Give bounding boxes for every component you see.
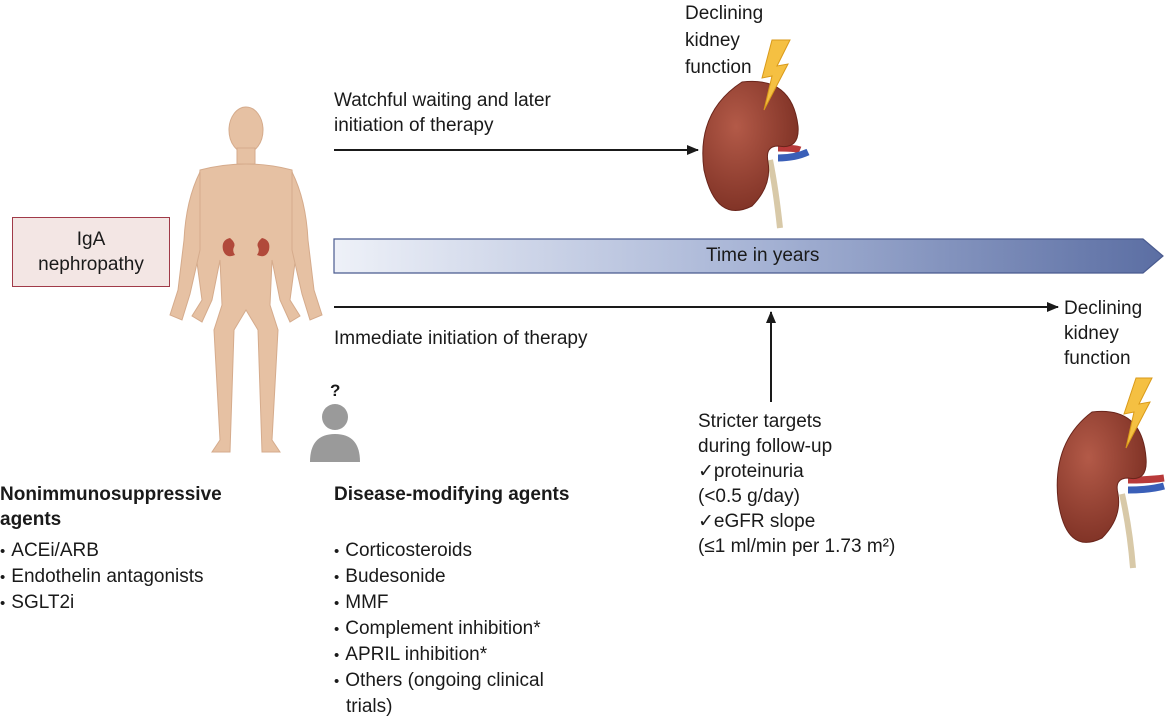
bottom-outcome-line1: Declining xyxy=(1064,298,1143,319)
top-path-label: Watchful waiting and later initiation of… xyxy=(334,88,551,138)
stricter-targets-block: Stricter targets during follow-up ✓prote… xyxy=(698,409,895,559)
question-mark: ? xyxy=(330,381,341,400)
bottom-lightning-icon xyxy=(1123,377,1153,449)
bottom-kidney-illustration xyxy=(1056,377,1165,569)
top-path-label-line1: Watchful waiting and later xyxy=(334,90,551,111)
top-kidney-illustration xyxy=(702,39,810,229)
disease-modifying-item-continuation: trials) xyxy=(346,696,393,717)
timeline-label: Time in years xyxy=(706,245,820,266)
disease-modifying-item: Corticosteroids xyxy=(334,538,544,564)
bottom-path-label: Immediate initiation of therapy xyxy=(334,328,588,349)
disease-modifying-item: Others (ongoing clinical xyxy=(334,668,544,694)
person-icon xyxy=(310,404,360,462)
top-outcome-line2: kidney xyxy=(685,30,740,51)
top-outcome-line3: function xyxy=(685,57,752,78)
disease-modifying-item: Complement inhibition* xyxy=(334,616,544,642)
human-body-illustration xyxy=(169,106,323,453)
targets-item-proteinuria-detail: (<0.5 g/day) xyxy=(698,486,800,507)
disease-modifying-item: MMF xyxy=(334,590,544,616)
targets-item-egfr-detail: (≤1 ml/min per 1.73 m²) xyxy=(698,536,896,557)
nonimmuno-title: Nonimmunosuppressive agents xyxy=(0,482,222,532)
timeline-bar xyxy=(333,238,1164,274)
nonimmuno-item: SGLT2i xyxy=(0,590,204,616)
bottom-outcome-line2: kidney xyxy=(1064,323,1119,344)
nonimmuno-item: Endothelin antagonists xyxy=(0,564,203,590)
disease-modifying-item: Budesonide xyxy=(334,564,544,590)
targets-item-proteinuria: ✓proteinuria xyxy=(698,461,804,482)
top-path-label-line2: initiation of therapy xyxy=(334,115,494,136)
top-outcome-line1: Declining xyxy=(685,3,764,24)
disease-modifying-title: Disease-modifying agents xyxy=(334,484,570,505)
disease-modifying-list: Corticosteroids Budesonide MMF Complemen… xyxy=(334,538,544,720)
iga-box-line2: nephropathy xyxy=(38,254,144,275)
nonimmuno-item: ACEi/ARB xyxy=(0,538,204,564)
targets-heading-line2: during follow-up xyxy=(698,436,833,457)
disease-modifying-item: APRIL inhibition* xyxy=(334,642,544,668)
top-outcome-label: Declining kidney function xyxy=(685,0,763,81)
nonimmuno-title-line2: agents xyxy=(0,509,62,530)
targets-heading-line1: Stricter targets xyxy=(698,411,822,432)
targets-item-egfr: ✓eGFR slope xyxy=(698,511,816,532)
bottom-outcome-line3: function xyxy=(1064,348,1131,369)
top-lightning-icon xyxy=(761,39,791,111)
iga-nephropathy-box: IgA nephropathy xyxy=(12,217,170,287)
nonimmuno-list: ACEi/ARB Endothelin antagonists SGLT2i xyxy=(0,538,204,616)
iga-box-line1: IgA xyxy=(76,229,106,250)
bottom-outcome-label: Declining kidney function xyxy=(1064,296,1142,371)
nonimmuno-title-line1: Nonimmunosuppressive xyxy=(0,484,222,505)
body-kidney-icons xyxy=(222,238,270,257)
